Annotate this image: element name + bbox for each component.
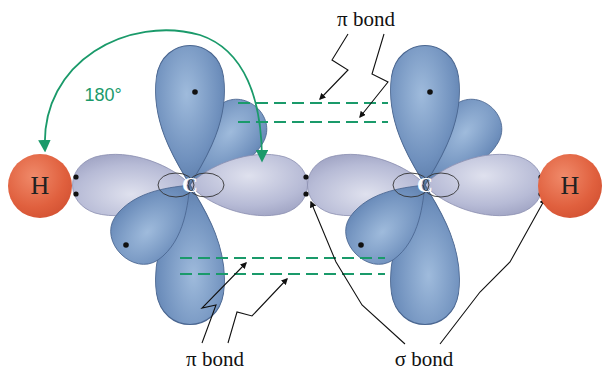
hydrogen-atom: H [538,154,602,218]
pi-bond-label: π bond [186,348,244,371]
carbon-symbol: C [417,173,433,197]
carbon-symbol: C [182,173,198,197]
hydrogen-atom: H [8,154,72,218]
atom-symbol: H [561,171,580,201]
angle-label: 180° [84,86,121,106]
atom-symbol: H [31,171,50,201]
pi-bond-label: π bond [337,8,395,31]
sigma-bond-label: σ bond [395,348,454,371]
